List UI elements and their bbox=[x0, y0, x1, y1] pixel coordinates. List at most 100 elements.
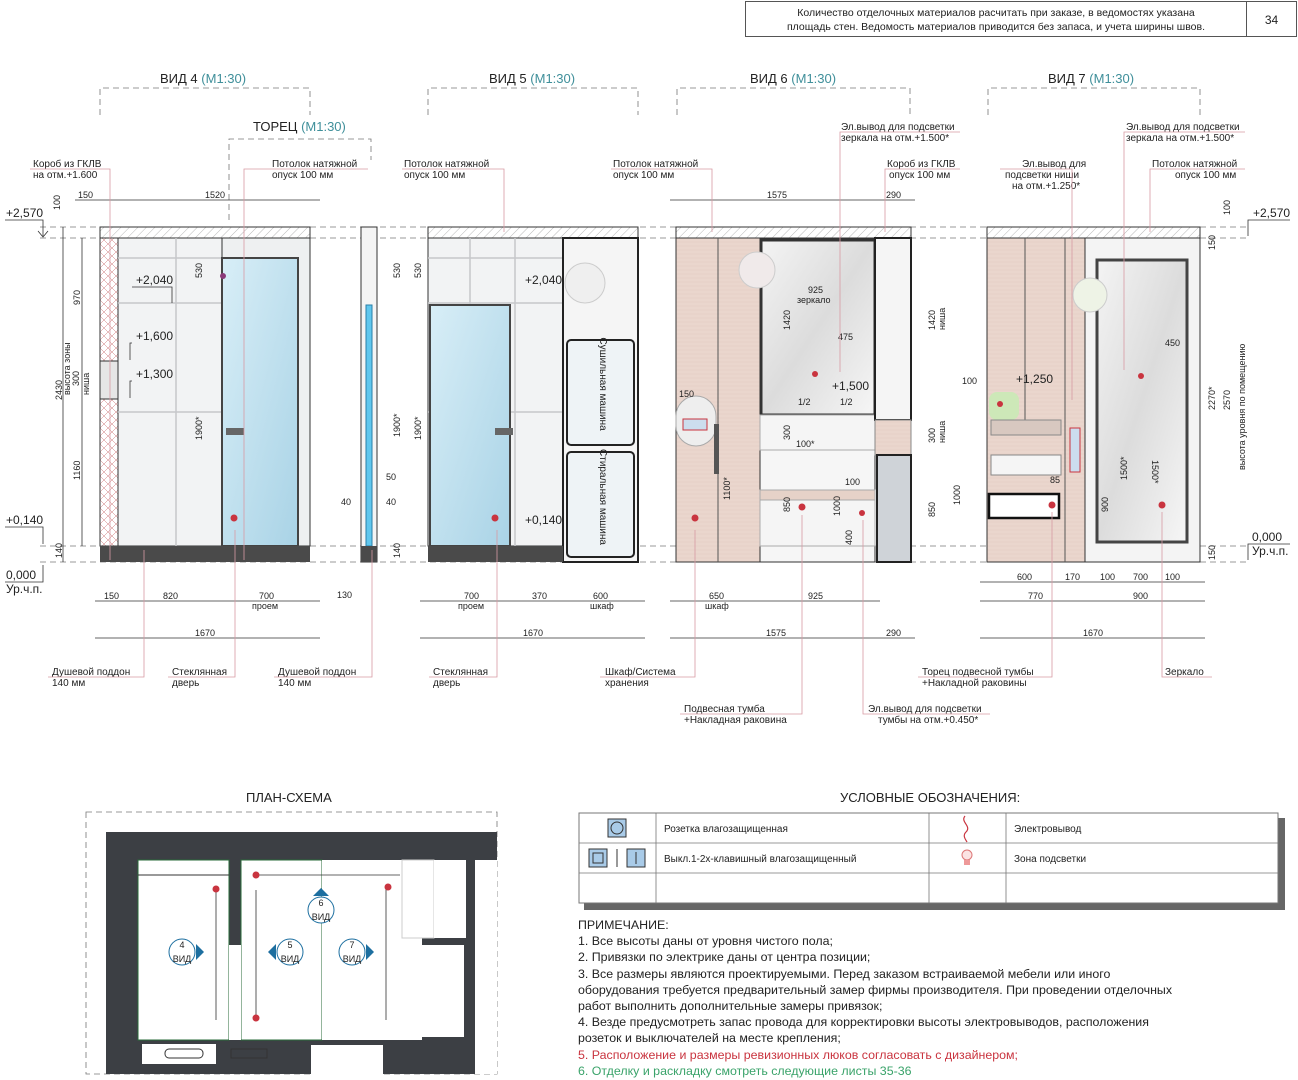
svg-text:770: 770 bbox=[1028, 591, 1043, 601]
svg-text:1900*: 1900* bbox=[392, 413, 402, 437]
svg-text:Ур.ч.п.: Ур.ч.п. bbox=[6, 582, 43, 596]
svg-text:Розетка влагозащищенная: Розетка влагозащищенная bbox=[664, 824, 788, 835]
svg-text:2270*: 2270* bbox=[1207, 386, 1217, 410]
svg-text:Потолок натяжной: Потолок натяжной bbox=[613, 159, 698, 170]
view-6-elevation: +1,500 bbox=[675, 226, 912, 563]
svg-text:опуск 100 мм: опуск 100 мм bbox=[613, 170, 674, 181]
svg-text:Стиральная машина: Стиральная машина bbox=[597, 449, 608, 545]
svg-text:150: 150 bbox=[679, 389, 694, 399]
note-line: 1. Все высоты даны от уровня чистого пол… bbox=[578, 934, 833, 949]
svg-text:дверь: дверь bbox=[172, 678, 199, 689]
svg-text:Шкаф/Система: Шкаф/Система bbox=[605, 666, 676, 678]
svg-text:1000: 1000 bbox=[952, 485, 962, 505]
note-line: розеток и выключателей на месте креплени… bbox=[578, 1031, 841, 1046]
svg-text:140 мм: 140 мм bbox=[52, 678, 85, 689]
svg-text:шкаф: шкаф bbox=[705, 601, 729, 611]
view-4-elevation bbox=[99, 226, 378, 563]
svg-text:900: 900 bbox=[1133, 591, 1148, 601]
svg-text:40: 40 bbox=[341, 497, 351, 507]
notes: ПРИМЕЧАНИЕ: 1. Все высоты даны от уровня… bbox=[578, 917, 1293, 1079]
svg-text:40: 40 bbox=[386, 497, 396, 507]
svg-text:Душевой поддон: Душевой поддон bbox=[52, 667, 130, 678]
svg-text:100: 100 bbox=[1222, 200, 1232, 215]
svg-text:85: 85 bbox=[1050, 475, 1060, 485]
svg-text:+Накладная раковина: +Накладная раковина bbox=[684, 715, 787, 726]
note-line: 4. Везде предусмотреть запас провода для… bbox=[578, 1015, 1149, 1030]
svg-text:Сушильная машина: Сушильная машина bbox=[597, 337, 608, 431]
dryer bbox=[566, 339, 635, 446]
svg-text:ВИД 6 (М1:30): ВИД 6 (М1:30) bbox=[750, 71, 836, 86]
svg-text:300: 300 bbox=[927, 428, 937, 443]
note-line: 3. Все размеры являются проектируемыми. … bbox=[578, 966, 1111, 981]
svg-text:Эл.вывод для подсветки: Эл.вывод для подсветки bbox=[868, 704, 982, 715]
svg-text:150: 150 bbox=[1207, 235, 1217, 250]
svg-text:ниша: ниша bbox=[937, 308, 947, 330]
svg-text:850: 850 bbox=[782, 497, 792, 512]
svg-text:600: 600 bbox=[593, 591, 608, 601]
svg-text:опуск 100 мм: опуск 100 мм bbox=[889, 170, 950, 181]
svg-text:50: 50 bbox=[386, 472, 396, 482]
svg-text:600: 600 bbox=[1017, 572, 1032, 582]
header-note: Количество отделочных материалов расчита… bbox=[745, 1, 1247, 37]
svg-text:высота уровня по помещению: высота уровня по помещению bbox=[1237, 344, 1247, 470]
svg-text:дверь: дверь bbox=[433, 678, 460, 689]
svg-text:ВИД 5 (М1:30): ВИД 5 (М1:30) bbox=[489, 71, 575, 86]
torec-title: ТОРЕЦ (М1:30) bbox=[228, 119, 372, 220]
socket-icon bbox=[607, 818, 627, 838]
view-5-elevation: Сушильная машина Стиральная машина +2,04… bbox=[427, 226, 639, 563]
svg-text:140 мм: 140 мм bbox=[278, 678, 311, 689]
svg-text:700: 700 bbox=[259, 591, 274, 601]
svg-text:Потолок натяжной: Потолок натяжной bbox=[404, 159, 489, 170]
svg-text:ВИД: ВИД bbox=[173, 954, 192, 964]
svg-text:100*: 100* bbox=[796, 439, 815, 449]
switch-icon bbox=[588, 848, 646, 868]
svg-text:проем: проем bbox=[252, 601, 278, 611]
svg-text:1000: 1000 bbox=[832, 496, 842, 516]
view-5-dimensions: 530 1900* 700 проем 370 600 шкаф 1670 bbox=[413, 263, 645, 639]
svg-text:+0,140: +0,140 bbox=[6, 513, 43, 527]
svg-text:450: 450 bbox=[1165, 338, 1180, 348]
svg-text:0,000: 0,000 bbox=[1252, 530, 1282, 544]
svg-text:300: 300 bbox=[71, 371, 81, 386]
svg-text:475: 475 bbox=[838, 332, 853, 342]
svg-text:290: 290 bbox=[886, 190, 901, 200]
svg-text:900: 900 bbox=[1100, 497, 1110, 512]
svg-text:300: 300 bbox=[782, 425, 792, 440]
svg-text:УСЛОВНЫЕ ОБОЗНАЧЕНИЯ:: УСЛОВНЫЕ ОБОЗНАЧЕНИЯ: bbox=[840, 790, 1020, 805]
svg-text:530: 530 bbox=[194, 263, 204, 278]
legend: УСЛОВНЫЕ ОБОЗНАЧЕНИЯ: Розетка влагозащищ… bbox=[578, 790, 1285, 910]
svg-text:Эл.вывод для: Эл.вывод для bbox=[1022, 159, 1086, 170]
svg-text:Электровывод: Электровывод bbox=[1014, 824, 1081, 835]
svg-text:1670: 1670 bbox=[523, 628, 543, 638]
svg-text:650: 650 bbox=[709, 591, 724, 601]
view-4-title: ВИД 4 (М1:30) bbox=[99, 71, 311, 115]
svg-text:Стеклянная: Стеклянная bbox=[433, 667, 488, 678]
svg-text:Ур.ч.п.: Ур.ч.п. bbox=[1252, 544, 1289, 558]
svg-text:+2,040: +2,040 bbox=[136, 273, 173, 287]
svg-text:+1,300: +1,300 bbox=[136, 367, 173, 381]
svg-text:ВИД 4 (М1:30): ВИД 4 (М1:30) bbox=[160, 71, 246, 86]
svg-text:Потолок натяжной: Потолок натяжной bbox=[272, 159, 357, 170]
svg-text:2430: 2430 bbox=[54, 380, 64, 400]
electrical-point bbox=[230, 514, 238, 522]
svg-text:700: 700 bbox=[1133, 572, 1148, 582]
full-length-mirror bbox=[1095, 258, 1189, 544]
svg-text:1100*: 1100* bbox=[722, 477, 732, 500]
svg-text:925: 925 bbox=[808, 591, 823, 601]
svg-text:850: 850 bbox=[927, 502, 937, 517]
svg-text:150: 150 bbox=[78, 190, 93, 200]
svg-text:1420: 1420 bbox=[782, 310, 792, 330]
svg-text:100: 100 bbox=[845, 477, 860, 487]
svg-text:1575: 1575 bbox=[767, 190, 787, 200]
svg-text:шкаф: шкаф bbox=[590, 601, 614, 611]
svg-text:Потолок натяжной: Потолок натяжной bbox=[1152, 159, 1237, 170]
svg-text:700: 700 bbox=[464, 591, 479, 601]
socket-icon bbox=[682, 418, 708, 431]
note-line: работ выполнить дополнительные замеры пр… bbox=[578, 999, 883, 1014]
svg-text:на отм.+1.600: на отм.+1.600 bbox=[33, 170, 98, 181]
svg-text:Стеклянная: Стеклянная bbox=[172, 667, 227, 678]
svg-text:1670: 1670 bbox=[195, 628, 215, 638]
